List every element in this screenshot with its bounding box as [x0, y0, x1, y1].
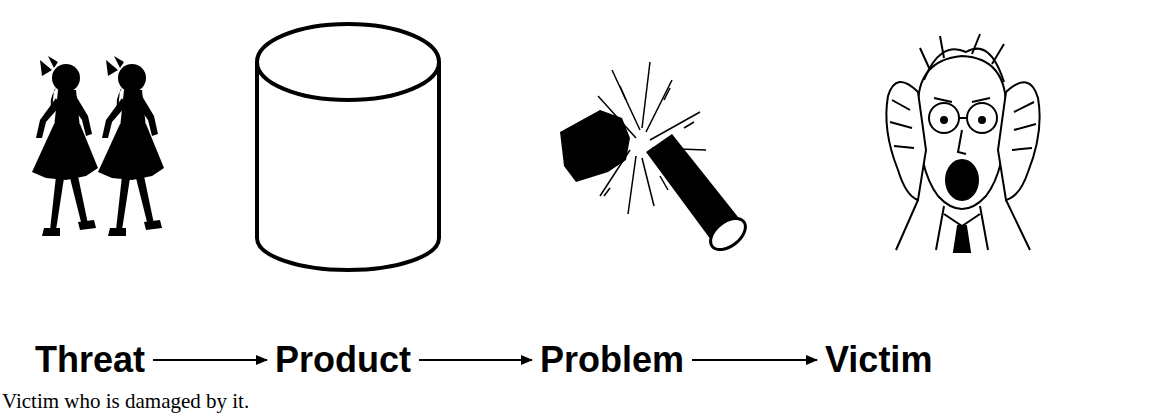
screaming-man: [886, 34, 1039, 252]
labelled-illustration: Product: [275, 340, 411, 380]
fingers: [890, 100, 914, 148]
flow-arrow: [692, 359, 817, 361]
fingers: [1012, 102, 1036, 150]
face: [918, 56, 1006, 209]
burst-lines: [642, 158, 654, 206]
cylinder-end: [705, 212, 751, 256]
burst-lines: [646, 80, 672, 132]
hand: [998, 82, 1040, 200]
eye: [979, 117, 985, 123]
glasses: [967, 103, 997, 133]
nose: [958, 130, 966, 154]
glasses: [959, 117, 967, 119]
node-label: Victim: [825, 340, 932, 380]
glasses: [929, 103, 959, 133]
burst-lines: [664, 88, 670, 100]
brows: [934, 98, 990, 102]
burst-lines: [650, 112, 700, 140]
mouth: [946, 160, 978, 200]
eye: [941, 117, 947, 123]
burst-lines: [642, 62, 650, 128]
caption: Victim who is damaged by it.: [2, 388, 249, 414]
labelled-illustration: Victim: [825, 340, 932, 380]
broken-cylinder: [560, 62, 751, 256]
tie: [954, 226, 970, 252]
burst-lines: [660, 176, 668, 190]
burst-lines: [604, 188, 610, 196]
node-label: Problem: [540, 340, 684, 380]
burst-lines: [680, 164, 694, 170]
flow-arrow: [419, 359, 532, 361]
girl-silhouette: [98, 56, 164, 236]
hand: [886, 82, 926, 200]
burst-lines: [628, 156, 636, 214]
girl-silhouettes: [32, 56, 164, 236]
burst-lines: [598, 96, 636, 138]
burst-lines: [620, 86, 626, 100]
hair: [924, 49, 1004, 82]
girl-silhouette: [32, 56, 98, 236]
flow-arrow: [153, 359, 267, 361]
node-label: Product: [275, 340, 411, 380]
hair: [920, 34, 1004, 70]
node-label: Threat: [35, 340, 145, 380]
burst-lines: [584, 62, 706, 214]
cylinder-top: [257, 24, 439, 100]
burst-lines: [600, 150, 630, 196]
burst-lines: [584, 150, 596, 152]
labelled-illustration: Threat: [35, 340, 145, 380]
burst-lines: [652, 148, 706, 150]
burst-lines: [612, 70, 640, 130]
burst-lines: [684, 122, 694, 128]
cylinder: [257, 24, 439, 270]
labelled-illustration: Problem: [540, 340, 684, 380]
